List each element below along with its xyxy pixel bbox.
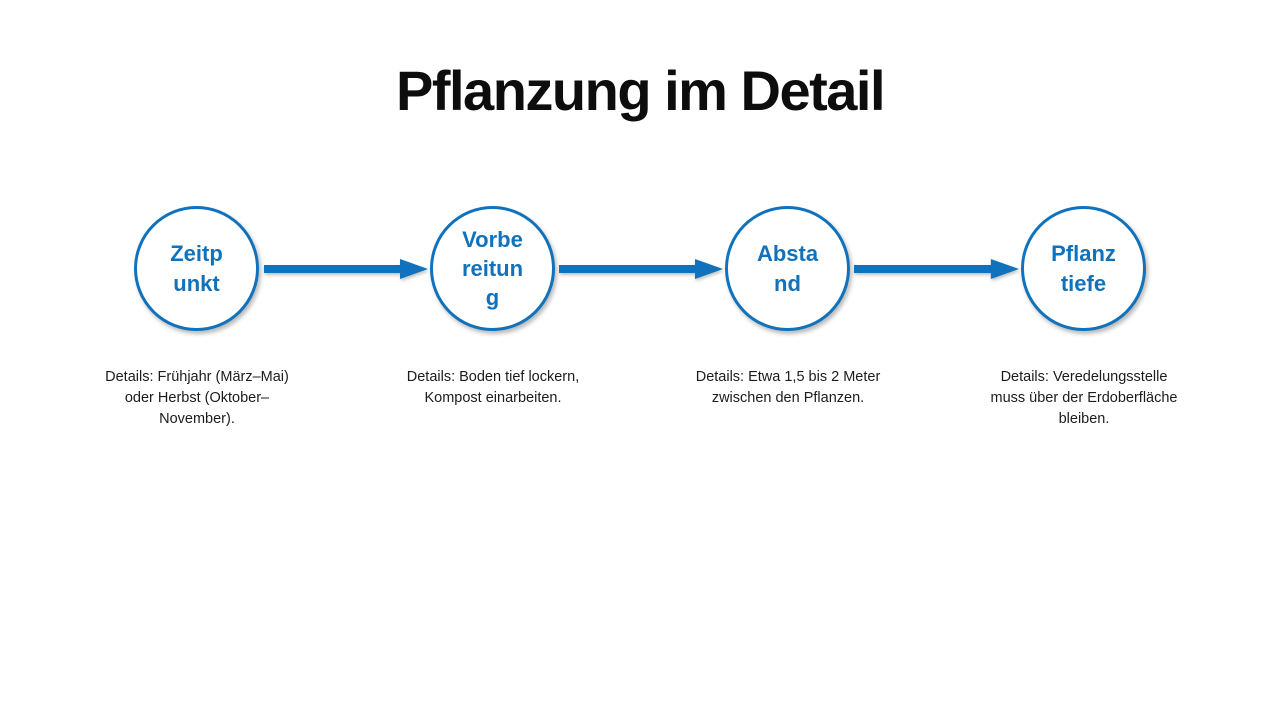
right-arrow-icon xyxy=(854,259,1019,279)
step-details-vorbereitung: Details: Boden tief lockern, Kompost ein… xyxy=(406,369,580,407)
step-details-zeitpunkt: Details: Frühjahr (März–Mai) oder Herbst… xyxy=(105,369,289,428)
step-label: Vorbe reitun g xyxy=(461,226,524,311)
right-arrow-icon xyxy=(264,259,428,279)
page-title: Pflanzung im Detail xyxy=(396,59,886,122)
step-details-abstand: Details: Etwa 1,5 bis 2 Meter zwischen d… xyxy=(695,369,881,407)
step-details-pflanztiefe: Details: Veredelungsstelle muss über der… xyxy=(990,369,1178,428)
step-label: Pflanz tiefe xyxy=(1051,241,1116,296)
step-label: Absta nd xyxy=(756,241,819,296)
step-circle-pflanztiefe: Pflanz tiefe xyxy=(1021,206,1146,331)
step-label: Zeitp unkt xyxy=(170,241,223,296)
step-circle-abstand: Absta nd xyxy=(725,206,850,331)
step-circle-zeitpunkt: Zeitp unkt xyxy=(134,206,259,331)
right-arrow-icon xyxy=(559,259,723,279)
step-circle-vorbereitung: Vorbe reitun g xyxy=(430,206,555,331)
